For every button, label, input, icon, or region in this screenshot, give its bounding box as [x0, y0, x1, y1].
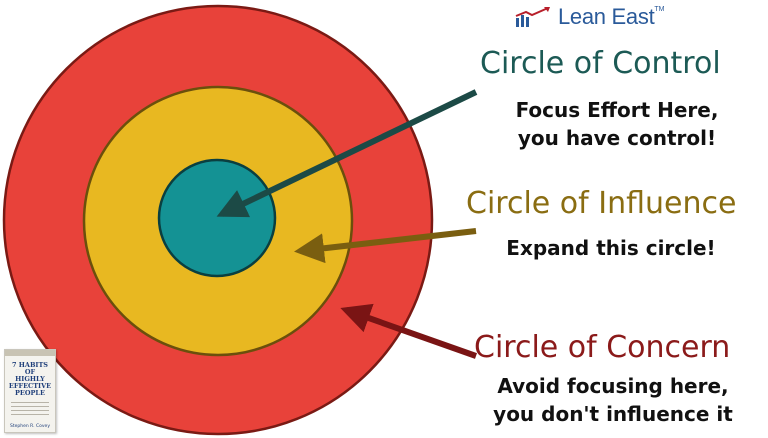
- control-arrow: [216, 89, 478, 218]
- lean-east-logo: Lean East TM: [514, 2, 665, 32]
- book-subtitle-lines: [11, 402, 49, 418]
- concern-arrow: [340, 303, 478, 359]
- book-title: 7 HABITS OF HIGHLY EFFECTIVE PEOPLE: [8, 361, 52, 397]
- logo-text: Lean East: [558, 4, 655, 29]
- concern-description-line-1: Avoid focusing here,: [497, 374, 729, 398]
- circle-of-concern-description: Avoid focusing here, you don't influence…: [464, 372, 762, 428]
- seven-habits-book-cover: 7 HABITS OF HIGHLY EFFECTIVE PEOPLE Step…: [4, 349, 56, 433]
- control-description-line-2: you have control!: [517, 126, 717, 150]
- logo-trademark: TM: [654, 6, 665, 13]
- influence-description-line-1: Expand this circle!: [506, 236, 716, 260]
- influence-arrow: [294, 228, 477, 264]
- circle-of-control-description: Focus Effort Here, you have control!: [480, 96, 754, 152]
- book-author: Stephen R. Covey: [10, 424, 50, 429]
- circle-of-control-title: Circle of Control: [480, 46, 721, 81]
- rising-chart-arrow-icon: [515, 7, 550, 27]
- circle-of-influence-description: Expand this circle!: [466, 234, 756, 262]
- circle-of-concern-title: Circle of Concern: [474, 330, 731, 365]
- book-top-band: [5, 350, 55, 356]
- control-description-line-1: Focus Effort Here,: [515, 98, 719, 122]
- circle-of-control-core: [157, 158, 277, 278]
- circle-of-influence-title: Circle of Influence: [466, 186, 737, 221]
- concern-description-line-2: you don't influence it: [493, 402, 733, 426]
